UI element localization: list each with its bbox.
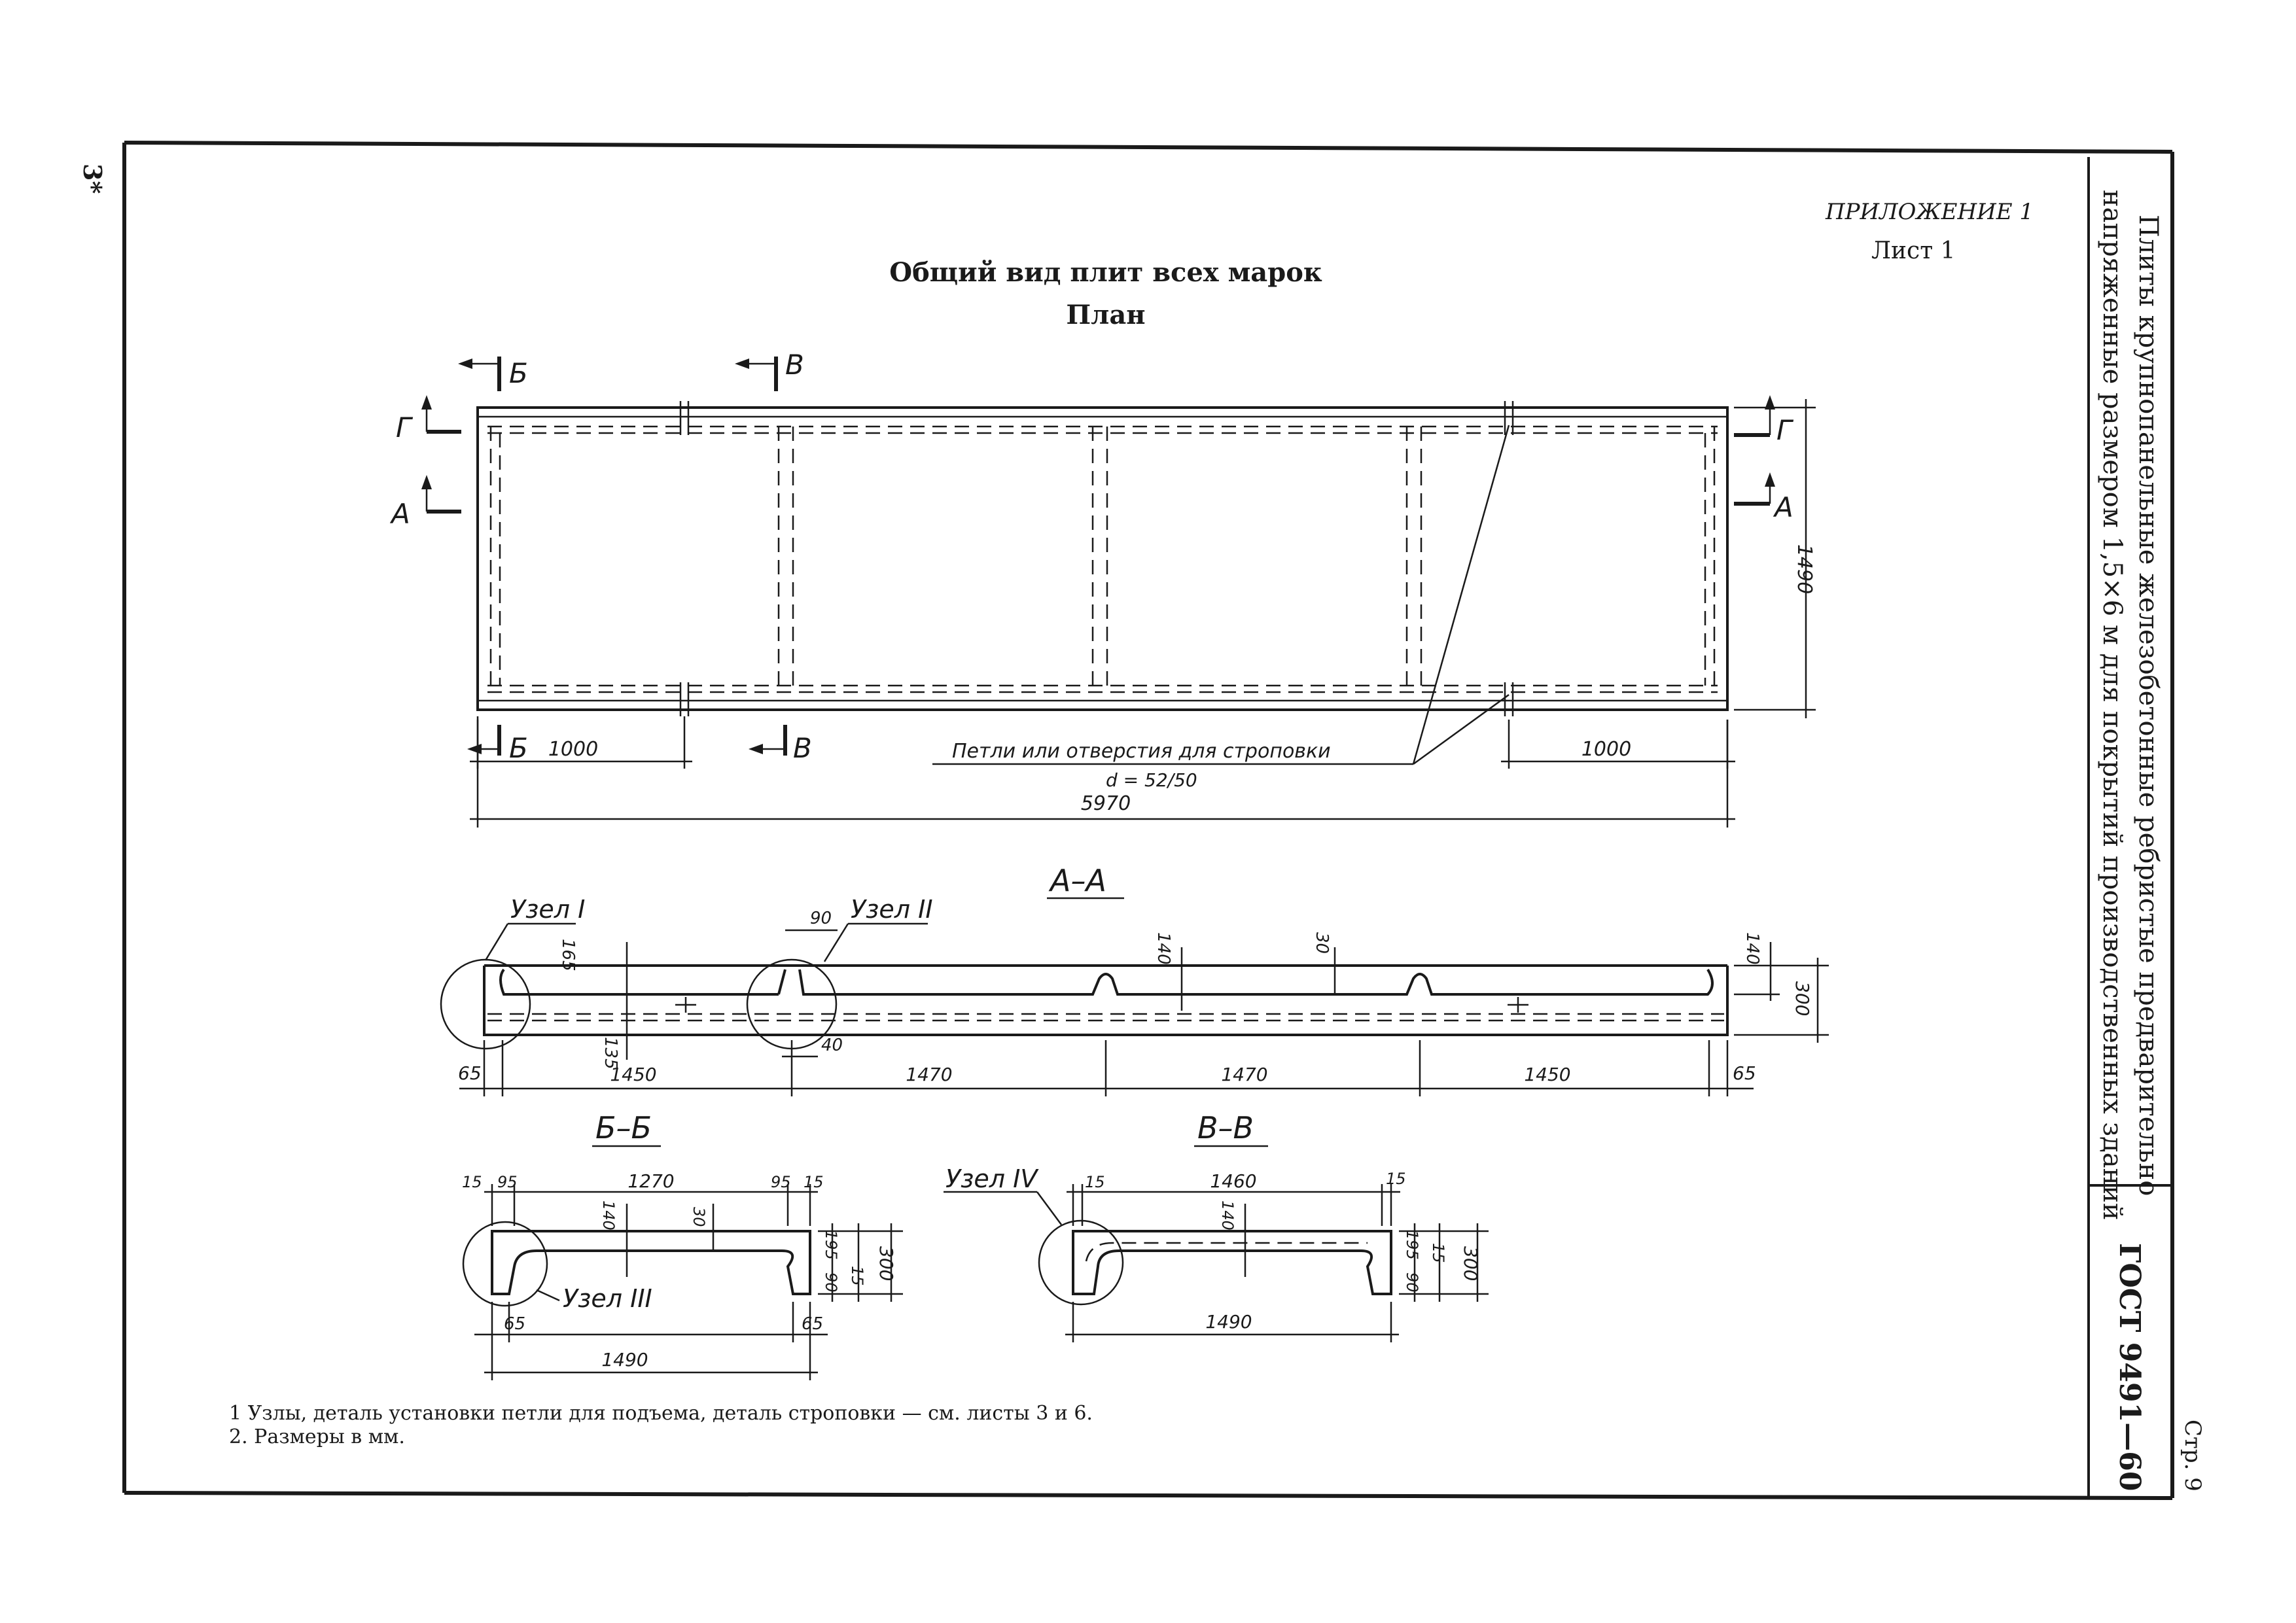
bb-dim-195: 195: [822, 1230, 840, 1260]
vv-dim-1460: 1460: [1210, 1170, 1256, 1192]
section-bb: Б–Б 15 95 1270 95 15 140 30 195 90 15 30…: [462, 1110, 903, 1380]
side-title-line2: напряженные размером 1,5×6 м для покрыти…: [2097, 190, 2127, 1221]
aa-end-left: 65: [458, 1062, 482, 1084]
aa-dim-300: 300: [1792, 981, 1813, 1016]
cut-g-left: Г: [396, 411, 414, 444]
plan-width-dim: 1490: [1793, 544, 1816, 594]
bb-dim-1270: 1270: [627, 1170, 674, 1192]
callout-diameter: d = 52/50: [1106, 769, 1197, 791]
side-title-line1: Плиты крупнопанельные железобетонные реб…: [2133, 215, 2163, 1196]
aa-dim-40: 40: [821, 1036, 843, 1055]
section-bb-title: Б–Б: [595, 1110, 652, 1145]
section-vv-title: В–В: [1197, 1110, 1254, 1145]
plan-dim-right: 1000: [1581, 738, 1631, 761]
section-aa: А–А Узел I Узел II 90 165 135 40 140 30: [440, 863, 1829, 1096]
section-vv: В–В 15 1460 15 140 195 90 15 300 Узел IV…: [944, 1110, 1489, 1342]
bb-dim-65b: 65: [802, 1314, 823, 1334]
side-title-block: Плиты крупнопанельные железобетонные реб…: [2097, 190, 2163, 1491]
cut-a-left: А: [389, 498, 410, 530]
vv-dim-1490: 1490: [1205, 1311, 1252, 1333]
aa-dim-140b: 140: [1742, 932, 1762, 965]
aa-dim-30: 30: [1312, 932, 1332, 954]
vv-dim-195: 195: [1403, 1230, 1421, 1260]
cut-g-right: Г: [1776, 414, 1794, 446]
bb-dim-1490: 1490: [601, 1349, 648, 1370]
vv-dim-15b: 15: [1386, 1170, 1406, 1188]
appendix-title: ПРИЛОЖЕНИЕ 1: [1825, 199, 2034, 225]
bb-dim-15a: 15: [462, 1173, 482, 1191]
plan-view: Б В Г А Г А Б В 1490: [389, 349, 1816, 828]
note-2: 2. Размеры в мм.: [229, 1425, 405, 1448]
node-4-label: Узел IV: [945, 1164, 1039, 1193]
aa-end-right: 65: [1733, 1062, 1756, 1084]
aa-dim-165: 165: [558, 939, 578, 971]
vv-dim-90: 90: [1403, 1272, 1421, 1293]
note-1: 1 Узлы, деталь установки петли для подъе…: [229, 1402, 1093, 1425]
section-aa-title: А–А: [1048, 863, 1106, 898]
plan-title: План: [1066, 300, 1145, 330]
aa-dim-90: 90: [810, 909, 832, 928]
bb-dim-90: 90: [822, 1272, 840, 1293]
cut-b-bottom: Б: [509, 732, 528, 764]
vv-dim-15c: 15: [1429, 1243, 1447, 1263]
plan-total-length: 5970: [1081, 792, 1131, 815]
bb-dim-140: 140: [599, 1200, 618, 1230]
cut-a-right: А: [1773, 491, 1793, 523]
bb-dim-95a: 95: [497, 1173, 518, 1191]
cut-v-bottom: В: [793, 732, 812, 764]
node-1-label: Узел I: [510, 895, 585, 924]
bb-dim-300: 300: [875, 1246, 897, 1281]
bb-dim-65a: 65: [504, 1314, 525, 1334]
bb-dim-95b: 95: [771, 1173, 791, 1191]
cut-b-top: Б: [509, 357, 528, 389]
bb-dim-30: 30: [690, 1207, 708, 1227]
vv-dim-15a: 15: [1085, 1173, 1105, 1191]
node-3-label: Узел III: [563, 1284, 652, 1313]
callout-loops: Петли или отверстия для строповки: [952, 740, 1331, 763]
page-number: Стр. 9: [2180, 1420, 2206, 1492]
aa-span-3: 1470: [1221, 1064, 1267, 1085]
cut-v-top: В: [785, 349, 804, 381]
drawing-heading: Общий вид плит всех марок: [889, 257, 1322, 288]
sheet-frame: [122, 141, 2174, 1500]
vv-dim-300: 300: [1460, 1246, 1481, 1281]
aa-span-4: 1450: [1524, 1064, 1570, 1085]
aa-dim-140a: 140: [1154, 932, 1173, 965]
node-2-label: Узел II: [851, 895, 933, 924]
bb-dim-15c: 15: [848, 1266, 866, 1286]
aa-span-2: 1470: [906, 1064, 952, 1085]
bb-dim-15b: 15: [804, 1173, 824, 1191]
plan-dim-left: 1000: [548, 738, 598, 761]
aa-dim-135: 135: [601, 1037, 620, 1070]
appendix-sheet: Лист 1: [1871, 237, 1955, 264]
standard-code: ГОСТ 9491—60: [2113, 1243, 2146, 1491]
page-marker: 3*: [78, 164, 107, 194]
vv-dim-140: 140: [1218, 1200, 1237, 1230]
aa-span-1: 1450: [610, 1064, 656, 1085]
